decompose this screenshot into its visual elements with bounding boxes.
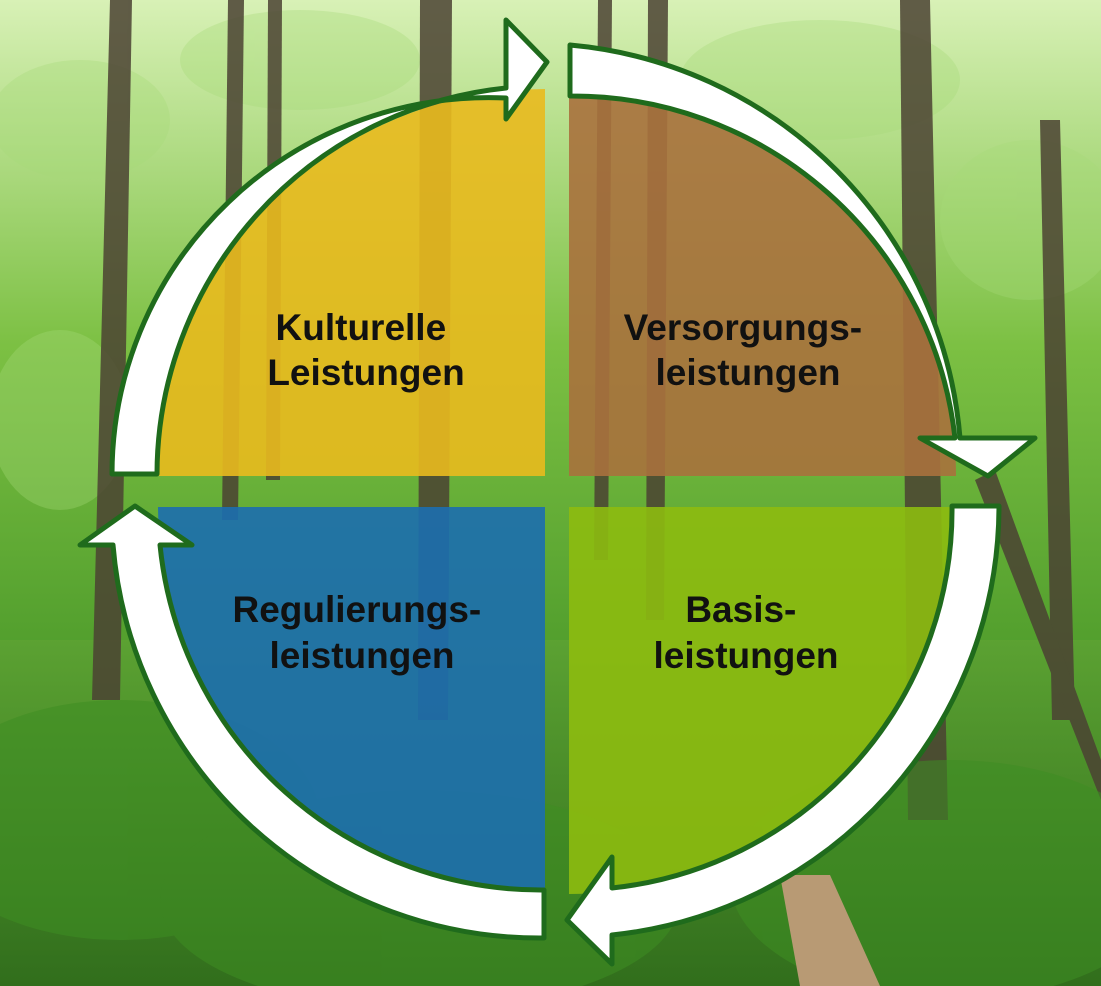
cycle-arrows — [77, 17, 1038, 967]
arrow-top-left-to-top-right — [109, 17, 550, 477]
svg-text:Versorgungs- leistungen: Versorgungs- leistungen — [624, 307, 873, 393]
quadrant-label-line2: leistungen — [269, 635, 454, 676]
svg-text:Basis- leistungen: Basis- leistungen — [653, 589, 838, 676]
forest-path — [780, 875, 880, 986]
quadrant-regulierungsleistungen: Regulierungs- leistungen — [158, 507, 545, 894]
quadrant-label-line1: Regulierungs- — [232, 589, 481, 630]
quadrant-label-line1: Versorgungs- — [624, 307, 863, 348]
quadrant-label-line2: Leistungen — [267, 352, 464, 393]
quadrant-label-line2: leistungen — [653, 635, 838, 676]
quadrant-label-line2: leistungen — [655, 352, 840, 393]
svg-text:Kulturelle Leistungen: Kulturelle Leistungen — [267, 307, 464, 393]
quadrant-label-line1: Kulturelle — [276, 307, 447, 348]
arrow-bottom-right-to-bottom-left — [564, 503, 1002, 967]
arrow-top-right-to-bottom-right — [567, 42, 1038, 479]
arrow-bottom-left-to-top-left — [77, 503, 547, 941]
quadrant-label-line1: Basis- — [685, 589, 796, 630]
quadrant-versorgungsleistungen: Versorgungs- leistungen — [569, 89, 956, 476]
svg-text:Regulierungs- leistungen: Regulierungs- leistungen — [232, 589, 491, 676]
quadrant-kulturelle-leistungen: Kulturelle Leistungen — [158, 89, 545, 476]
quadrant-basisleistungen: Basis- leistungen — [569, 507, 956, 894]
